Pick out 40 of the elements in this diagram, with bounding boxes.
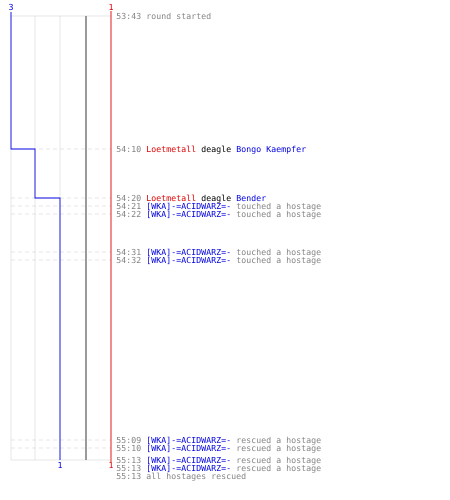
- player-name: [WKA]-=ACIDWARZ=-: [148, 464, 230, 472]
- timestamp: 54:22: [116, 210, 140, 218]
- player-name: [WKA]-=ACIDWARZ=-: [148, 444, 230, 452]
- timestamp: 55:13: [116, 464, 141, 472]
- event-text: rescued a hostage: [238, 444, 321, 453]
- player-name: [WKA]-=ACIDWARZ=-: [148, 436, 230, 444]
- timestamp: 55:13: [116, 472, 141, 480]
- timestamp: 54:21: [116, 202, 141, 210]
- timestamp: 54:31: [116, 248, 141, 256]
- event-text: touched a hostage: [236, 202, 321, 211]
- count-label: 1: [110, 462, 113, 468]
- count-label: 1: [110, 4, 113, 10]
- timestamp: 54:10: [116, 146, 141, 152]
- event-text: round started: [148, 12, 210, 20]
- weapon-name: deagle: [202, 194, 231, 203]
- count-label: 3: [9, 4, 13, 10]
- player-name: [WKA]-=ACIDWARZ=-: [148, 248, 230, 256]
- event-text: touched a hostage: [236, 210, 321, 219]
- event-text: rescued a hostage: [238, 464, 321, 473]
- player-name: Loetmetall: [147, 146, 196, 152]
- count-label: 1: [58, 462, 62, 468]
- timestamp: 55:10: [116, 444, 141, 452]
- player-name: Bongo Kaempfer: [236, 146, 306, 154]
- timestamp: 53:43: [116, 12, 141, 20]
- player-name: [WKA]-=ACIDWARZ=-: [148, 210, 230, 218]
- timestamp: 54:20: [116, 194, 141, 202]
- weapon-name: deagle: [202, 146, 231, 154]
- player-name: Bender: [236, 194, 266, 202]
- timestamp: 55:13: [116, 456, 141, 464]
- event-text: touched a hostage: [236, 248, 321, 257]
- event-text: rescued a hostage: [238, 436, 321, 445]
- player-name: [WKA]-=ACIDWARZ=-: [148, 256, 230, 264]
- event-text: touched a hostage: [236, 256, 321, 265]
- player-name: Loetmetall: [147, 194, 196, 202]
- timestamp: 54:32: [116, 256, 140, 264]
- player-name: [WKA]-=ACIDWARZ=-: [148, 456, 230, 464]
- event-text: rescued a hostage: [238, 456, 321, 465]
- timestamp: 55:09: [116, 436, 141, 444]
- player-name: [WKA]-=ACIDWARZ=-: [148, 202, 230, 210]
- event-text: all hostages rescued: [146, 472, 246, 481]
